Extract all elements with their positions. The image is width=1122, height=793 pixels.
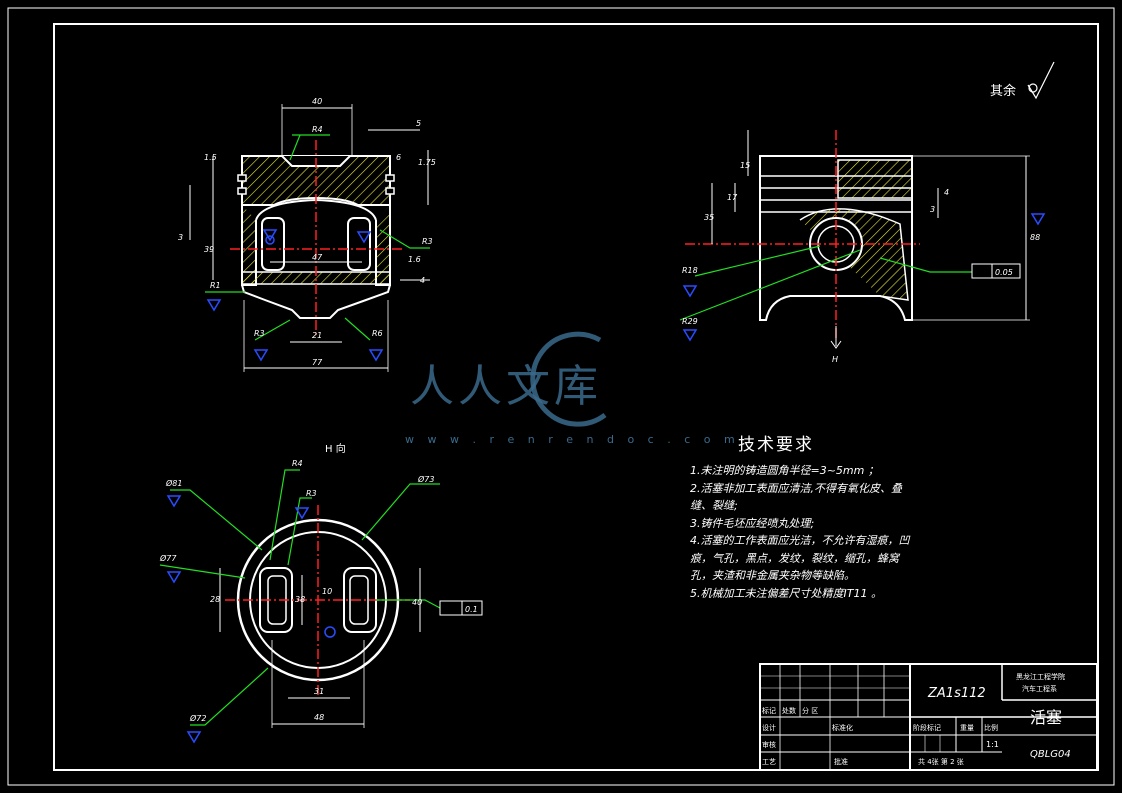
- tolerance-value: 0.1: [465, 605, 478, 614]
- sheet-info: 共 4张 第 2 张: [918, 757, 964, 766]
- h-view: H 向 R4 Ø81 R: [159, 442, 483, 744]
- dim-text: R4: [312, 125, 323, 134]
- dim-text: 3: [178, 233, 183, 242]
- dim-text: 77: [312, 358, 323, 367]
- dim-text: 17: [727, 193, 738, 202]
- dim-text: 3: [930, 205, 935, 214]
- approve-label: 批准: [834, 757, 848, 766]
- tech-requirements-list: 1.未注明的铸造圆角半径=3~5mm ； 2.活塞非加工表面应清洁,不得有氧化皮…: [690, 462, 990, 602]
- dim-text: Ø72: [189, 713, 206, 723]
- weight-label: 重量: [960, 724, 974, 732]
- dim-text: 5: [416, 119, 421, 128]
- part-name: 活塞: [1030, 708, 1062, 727]
- inner-frame: [53, 23, 1099, 771]
- tech-item: 2.活塞非加工表面应清洁,不得有氧化皮、叠: [690, 481, 902, 495]
- dim-text: 35: [704, 213, 714, 222]
- dim-text: Ø73: [417, 474, 434, 484]
- outer-frame: [7, 7, 1115, 786]
- design-label: 设计: [762, 723, 776, 732]
- tech-item: 痕，气孔，黑点，发纹，裂纹，缩孔，蜂窝: [690, 551, 899, 565]
- dim-text: 4: [420, 276, 425, 285]
- dim-text: R18: [682, 266, 698, 275]
- dim-text: Ø77: [159, 553, 177, 563]
- tech-item: 孔，夹渣和非金属夹杂物等缺陷。: [690, 569, 855, 582]
- watermark-text: 人人文库: [410, 361, 602, 412]
- tech-requirements-title: 技术要求: [738, 435, 814, 455]
- marks-label: 标记: [762, 706, 776, 715]
- dim-text: 1.6: [408, 255, 421, 264]
- dim-text: 15: [740, 161, 750, 170]
- dim-text: 6: [396, 153, 401, 162]
- process-label: 工艺: [762, 758, 776, 766]
- dim-text: R3: [306, 489, 317, 498]
- school-name: 黑龙江工程学院: [1016, 672, 1065, 681]
- dim-text: R1: [210, 281, 221, 290]
- tech-item: 4.活塞的工作表面应光洁，不允许有湿痕，凹: [690, 534, 910, 547]
- tolerance-value: 0.05: [995, 268, 1013, 277]
- dim-text: 10: [322, 587, 332, 596]
- watermark-url: w w w . r e n r e n d o c . c o m: [405, 433, 740, 446]
- dim-text: 38: [295, 595, 305, 604]
- watermark-logo: [530, 331, 607, 427]
- scale-value: 1:1: [986, 740, 999, 749]
- tech-item: 1.未注明的铸造圆角半径=3~5mm ；: [690, 464, 879, 477]
- tech-item: 缝、裂缝;: [690, 499, 738, 512]
- stage-label: 阶段标记: [913, 723, 941, 732]
- view-label: H 向: [325, 442, 346, 455]
- count-label: 处数: [782, 706, 796, 715]
- dim-text: 31: [314, 687, 324, 696]
- side-view: 15 17 35 4 3 88 R18 R29 0.05 H: [679, 130, 1046, 364]
- tech-item: 3.铸件毛坯应经喷丸处理;: [690, 516, 815, 530]
- part-code: QBLG04: [1030, 749, 1071, 760]
- dim-text: 48: [314, 713, 324, 722]
- dim-text: 4: [944, 188, 949, 197]
- dim-text: R29: [682, 317, 698, 326]
- roughness-note: 其余: [990, 83, 1016, 99]
- dim-text: 47: [312, 253, 323, 262]
- roughness-symbol: [1027, 61, 1055, 100]
- section-letter: H: [832, 355, 838, 364]
- dim-text: Ø81: [165, 478, 182, 488]
- drawing-number: ZA1s112: [927, 686, 986, 701]
- department-name: 汽车工程系: [1022, 684, 1057, 693]
- dim-text: R3: [422, 237, 433, 246]
- dim-text: 1.75: [418, 158, 436, 167]
- zone-label: 分 区: [802, 706, 818, 715]
- std-label: 标准化: [832, 723, 853, 732]
- title-block: [759, 663, 1098, 771]
- scale-label: 比例: [984, 723, 998, 732]
- dim-text: 28: [210, 595, 220, 604]
- dim-text: 88: [1030, 233, 1040, 242]
- dim-text: 21: [312, 331, 322, 340]
- review-label: 审核: [762, 740, 776, 749]
- dim-text: R4: [292, 459, 303, 468]
- dim-text: R3: [254, 329, 265, 338]
- dim-text: R6: [372, 329, 383, 338]
- dim-text: 1.5: [204, 153, 217, 162]
- dim-text: 40: [312, 97, 322, 106]
- dim-text: 39: [204, 245, 214, 254]
- tech-item: 5.机械加工未注偏差尺寸处精度IT11 。: [690, 586, 882, 600]
- dim-text: 40: [412, 598, 422, 607]
- front-section-view: 40 5 R4 1.5 6 1.75 3 39 R3 47 1.6 4 R1 R…: [178, 97, 436, 372]
